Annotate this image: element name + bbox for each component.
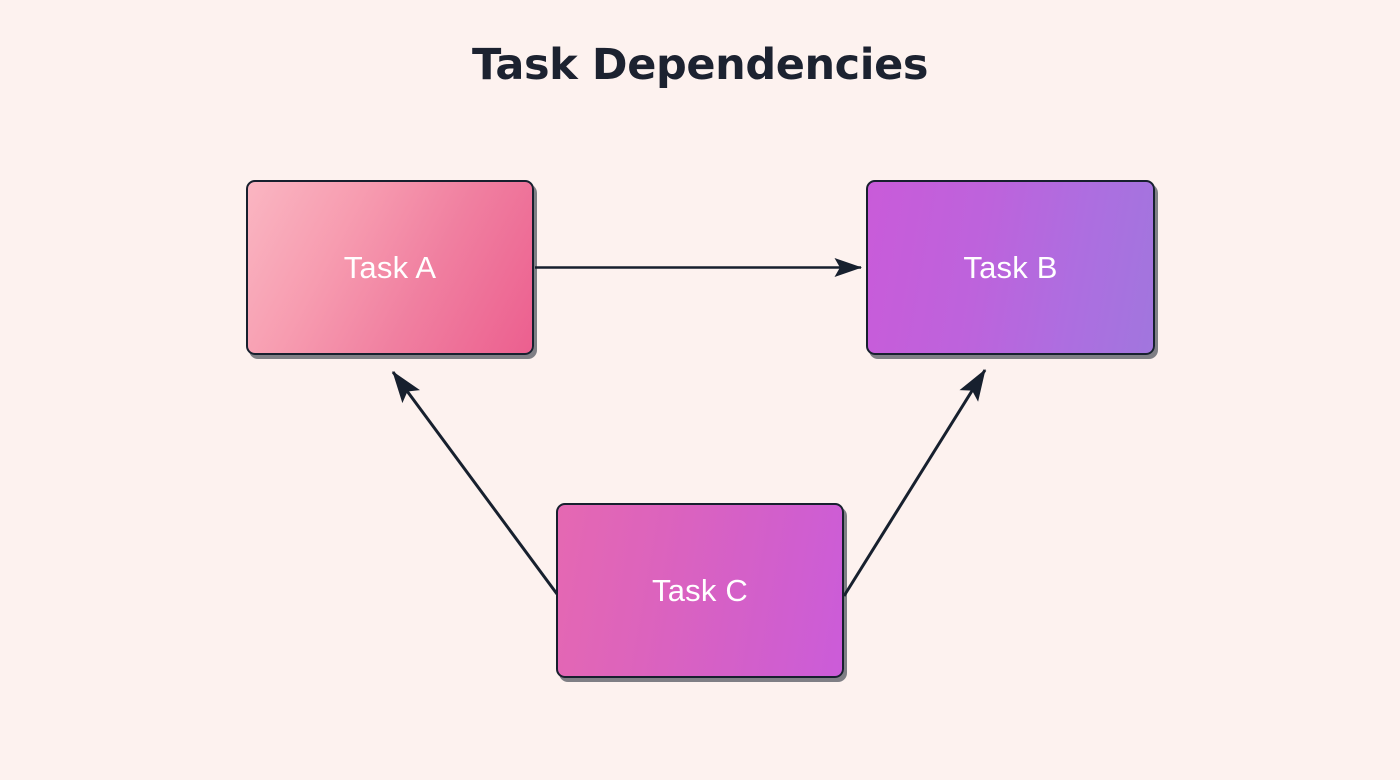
page-title: Task Dependencies	[471, 40, 929, 90]
node-task-b[interactable]: Task B	[866, 180, 1155, 355]
node-task-b-label: Task B	[963, 250, 1058, 285]
node-task-a-label: Task A	[343, 250, 437, 285]
edge-task-c-to-task-b	[842, 368, 987, 597]
edge-task-c-to-task-a	[391, 371, 559, 595]
node-task-a[interactable]: Task A	[246, 180, 534, 355]
node-task-c[interactable]: Task C	[556, 503, 844, 678]
node-task-c-label: Task C	[652, 573, 748, 608]
